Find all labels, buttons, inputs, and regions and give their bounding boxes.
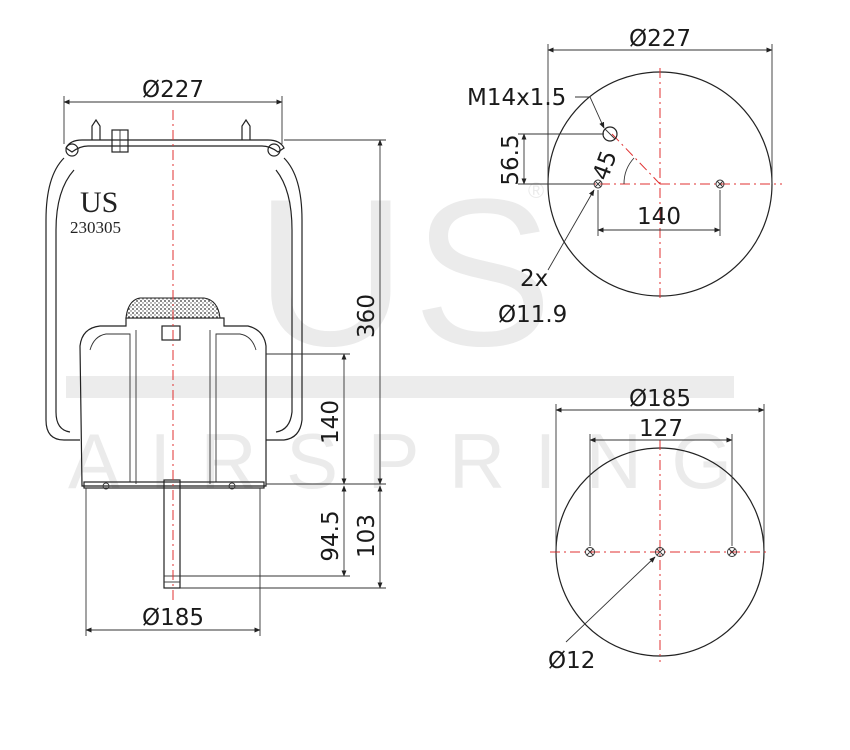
side-piston-label: 140	[318, 400, 344, 444]
mount-hole-right	[715, 179, 725, 189]
thread-label: M14x1.5	[467, 85, 566, 111]
bead-right	[267, 143, 281, 157]
bottom-plate-diameter-label: Ø185	[629, 386, 691, 412]
mount-hole-marks	[594, 180, 724, 188]
side-view: US 230305 Ø227 360 140 94.5 103 Ø185	[45, 77, 386, 636]
piston	[79, 317, 267, 487]
top-centerline-diagonal	[611, 133, 661, 185]
side-stud-b-label: 103	[354, 514, 380, 558]
bottom-hole-right	[727, 547, 737, 557]
watermark: US AIRSPRING ®	[66, 155, 734, 505]
thread-leader	[575, 96, 605, 129]
center-hole-leader	[565, 556, 656, 643]
hole-diameter-label: Ø11.9	[498, 302, 567, 328]
bottom-stud	[163, 479, 181, 589]
base-plate	[83, 481, 265, 489]
bead-left	[65, 143, 79, 157]
brand-logo: US	[80, 186, 118, 219]
bumper-nut	[161, 325, 181, 341]
bottom-hole-marks	[586, 548, 736, 556]
registered-mark: ®	[528, 178, 544, 203]
bottom-hole-spacing-label: 127	[639, 416, 683, 442]
top-plate-diameter-label: Ø227	[629, 26, 691, 52]
top-stud-left	[91, 118, 101, 140]
piston-inner	[89, 333, 257, 482]
bellow-left	[45, 157, 80, 441]
center-hole-label: Ø12	[548, 648, 595, 674]
top-plate	[65, 139, 285, 153]
watermark-bar	[66, 376, 734, 398]
angle-label: 45	[588, 147, 622, 183]
side-top-diameter-label: Ø227	[142, 77, 204, 103]
side-height-label: 360	[354, 294, 380, 338]
bumper	[125, 297, 221, 319]
bottom-plate-view: Ø185 127 Ø12	[548, 386, 770, 674]
offset-label: 56.5	[498, 134, 524, 185]
bottom-hole-left	[585, 547, 595, 557]
hole-leader	[547, 189, 595, 271]
thread-hole-mark	[604, 128, 616, 140]
watermark-word: AIRSPRING	[68, 417, 732, 505]
angle-arc	[623, 157, 635, 185]
top-stud-right	[241, 118, 251, 140]
bottom-hole-center	[655, 547, 665, 557]
hole-count-label: 2x	[520, 266, 548, 292]
bellow-right	[266, 157, 303, 441]
base-bolt-left	[102, 482, 110, 490]
part-number: 230305	[70, 218, 121, 237]
side-bottom-diameter-label: Ø185	[142, 605, 204, 631]
watermark-letters: US	[255, 155, 559, 390]
base-bolt-right	[228, 482, 236, 490]
hole-spacing-label: 140	[637, 204, 681, 230]
side-stud-a-label: 94.5	[318, 510, 344, 561]
